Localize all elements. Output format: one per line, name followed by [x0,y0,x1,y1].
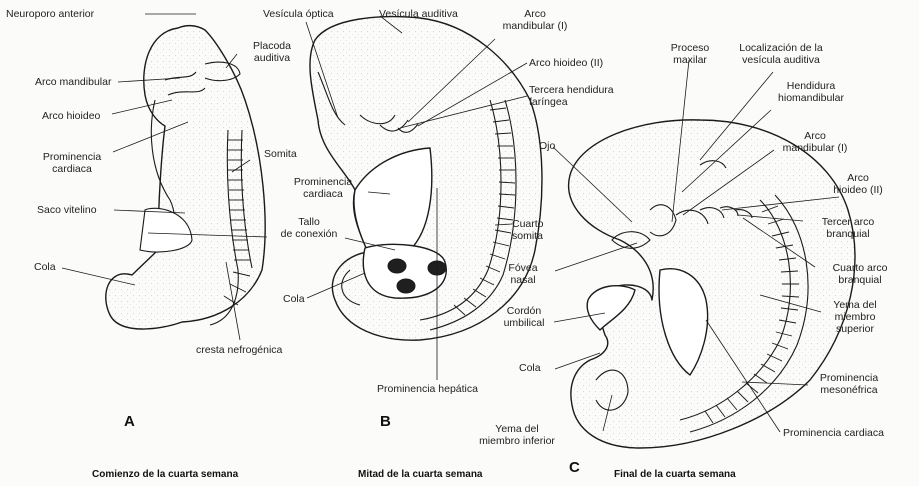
label-b-arco-mandibular: Arco mandibular (I) [492,8,578,32]
label-c-arco-mandibular: Arco mandibular (I) [772,130,858,154]
label-a-saco-vitelino: Saco vitelino [37,204,97,216]
label-b-arco-hioideo: Arco hioideo (II) [529,57,603,69]
label-b-cuarto-somita: Cuarto somita [512,218,544,242]
label-a-cresta-nefrogenica: cresta nefrogénica [196,344,282,356]
label-b-prominencia-hepatica: Prominencia hepática [377,383,478,395]
label-a-placoda-auditiva: Placoda auditiva [244,40,300,64]
label-c-yema-miembro-superior: Yema del miembro superior [820,299,890,335]
panel-letter-a: A [124,413,135,430]
label-c-hendidura-hiomandibular: Hendidura hiomandibular [768,80,854,104]
label-a-neuroporo-anterior: Neuroporo anterior [6,8,94,20]
label-a-somita: Somita [264,148,297,160]
label-b-tercera-hendidura: Tercera hendidura faríngea [529,84,614,108]
label-c-cuarto-arco-branquial: Cuarto arco branquial [817,262,903,286]
label-a-arco-mandibular: Arco mandibular [35,76,111,88]
label-c-cordon-umbilical: Cordón umbilical [494,305,554,329]
embryo-c-drawing [569,120,855,448]
label-b-vesicula-optica: Vesícula óptica [263,8,334,20]
label-c-proceso-maxilar: Proceso maxilar [660,42,720,66]
label-c-prominencia-cardiaca: Prominencia cardiaca [783,427,884,439]
label-a-arco-hioideo: Arco hioideo [42,110,100,122]
label-c-localizacion-vesicula: Localización de la vesícula auditiva [727,42,835,66]
label-a-cola: Cola [34,261,56,273]
label-b-prominencia-cardiaca: Prominencia cardiaca [278,176,368,200]
label-b-cola: Cola [283,293,305,305]
label-b-tallo-de-conexion: Tallo de conexión [264,216,354,240]
caption-a: Comienzo de la cuarta semana [92,469,238,480]
caption-c: Final de la cuarta semana [614,469,736,480]
panel-letter-c: C [569,459,580,476]
label-c-fovea-nasal: Fóvea nasal [495,262,551,286]
label-c-yema-miembro-inferior: Yema del miembro inferior [462,423,572,447]
label-c-ojo: Ojo [539,140,555,152]
label-c-prominencia-mesonefrica: Prominencia mesonéfrica [806,372,892,396]
label-b-vesicula-auditiva: Vesícula auditiva [379,8,458,20]
label-a-prominencia-cardiaca: Prominencia cardiaca [32,151,112,175]
label-c-arco-hioideo: Arco hioideo (II) [823,172,893,196]
label-c-tercer-arco-branquial: Tercer arco branquial [805,216,891,240]
caption-b: Mitad de la cuarta semana [358,469,483,480]
label-c-cola: Cola [519,362,541,374]
panel-letter-b: B [380,413,391,430]
